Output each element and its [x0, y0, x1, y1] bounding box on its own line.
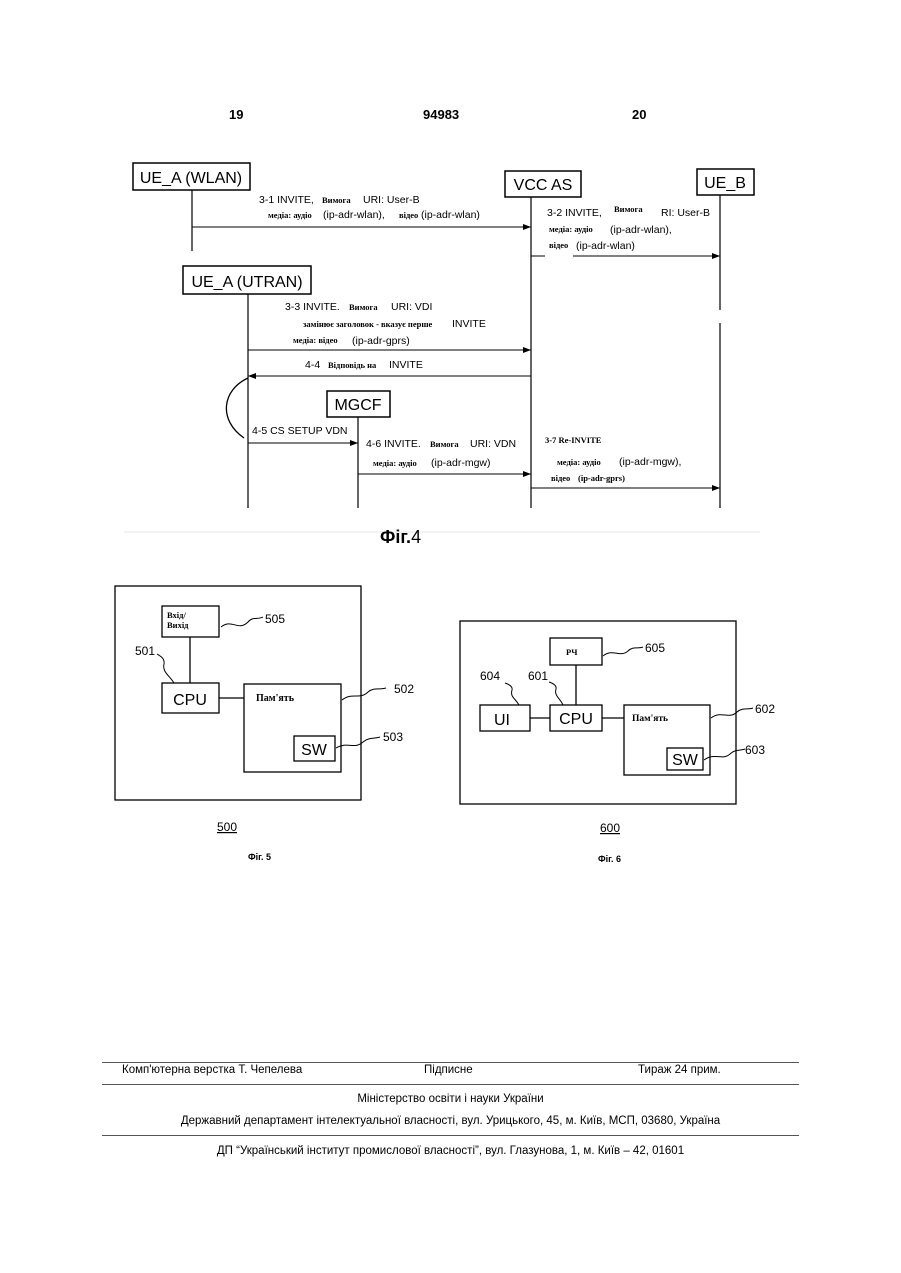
footer-rule-middle	[102, 1084, 799, 1085]
leader-503	[336, 737, 380, 748]
footer-rule-top	[102, 1062, 799, 1063]
footer-rule-bottom	[102, 1135, 799, 1136]
ref-603: 603	[745, 743, 765, 757]
footer-signed: Підписне	[424, 1064, 473, 1076]
cpu-label-600: CPU	[559, 711, 593, 728]
footer-ministry: Міністерство освіти і науки України	[0, 1093, 901, 1105]
ref-602: 602	[755, 702, 775, 716]
footer-department: Державний департамент інтелектуальної вл…	[0, 1115, 901, 1127]
footer-layout-credit: Комп'ютерна верстка Т. Чепелева	[122, 1064, 302, 1076]
footer-circulation: Тираж 24 прим.	[638, 1064, 721, 1076]
ref-503: 503	[383, 730, 403, 744]
sw-label-600: SW	[672, 752, 699, 769]
io-label-line2: Вихід	[167, 620, 189, 630]
ref-600: 600	[600, 821, 620, 835]
device-500-frame	[115, 586, 361, 800]
fig5-caption: Фіг. 5	[248, 852, 271, 862]
leader-505	[221, 617, 263, 627]
ref-601: 601	[528, 669, 548, 683]
leader-601	[549, 682, 563, 705]
ref-500: 500	[217, 820, 237, 834]
memory-label-600: Пам'ять	[632, 714, 668, 724]
ref-502: 502	[394, 682, 414, 696]
cpu-label-500: CPU	[173, 692, 207, 709]
ref-605: 605	[645, 641, 665, 655]
leader-501	[157, 654, 174, 683]
io-label-line1: Вхід/	[167, 610, 186, 620]
ref-505: 505	[265, 612, 285, 626]
fig6-caption: Фіг. 6	[598, 854, 621, 864]
rf-label: РЧ	[566, 647, 578, 657]
fig5-fig6-block-diagrams: Вхід/ Вихід CPU Пам'ять SW 505 501 502 5…	[0, 0, 901, 880]
leader-602	[711, 708, 753, 718]
memory-label-500: Пам'ять	[256, 693, 295, 704]
ref-501: 501	[135, 644, 155, 658]
ui-label: UI	[494, 712, 510, 729]
sw-label-500: SW	[301, 742, 328, 759]
footer-institute: ДП “Український інститут промислової вла…	[0, 1145, 901, 1157]
ref-604: 604	[480, 669, 500, 683]
leader-604	[505, 683, 519, 705]
leader-502	[342, 688, 386, 700]
leader-605	[603, 647, 643, 656]
